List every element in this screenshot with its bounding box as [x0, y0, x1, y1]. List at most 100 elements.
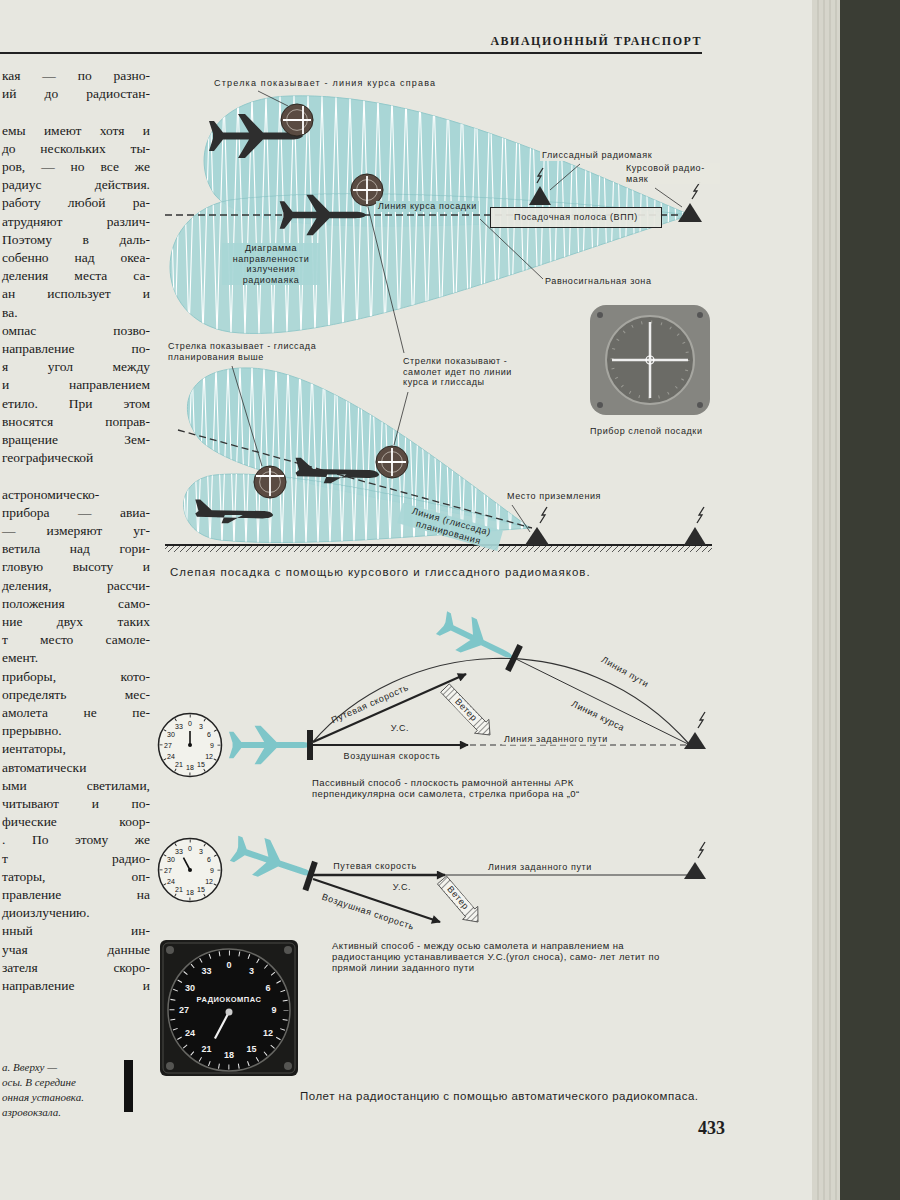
callout-label: Линия курса [570, 699, 627, 734]
dial-number: 18 [186, 764, 194, 771]
dial-hub [188, 743, 192, 747]
aircraft-side-view [195, 458, 379, 524]
dial-number: 18 [186, 889, 194, 896]
column-text-line: фические коор- [2, 814, 150, 830]
column-text-line: зателя скоро- [2, 960, 150, 976]
column-text-line: деления места са- [2, 268, 150, 284]
runway-box: Посадочная полоса (ВПП) [490, 207, 662, 228]
dial-number: 24 [167, 753, 175, 760]
dial-number: 33 [175, 722, 183, 729]
column-text-line: гловую высоту и [2, 559, 150, 575]
column-text-line: географической [2, 450, 150, 466]
dial-hub [188, 868, 192, 872]
instrument-photo [590, 305, 710, 415]
callout-label: Путевая скорость [330, 682, 411, 726]
callout-label: Ветер [451, 695, 481, 725]
column-text-line: прибора — авиа- [2, 505, 150, 521]
dial-number: 27 [164, 867, 172, 874]
note-line: осы. В середине [2, 1076, 76, 1089]
callout-label: Стрелки показывают - самолет идет по лин… [403, 356, 528, 388]
column-text-line: приборы, кото- [2, 669, 150, 685]
column-text-line: ыми светилами, [2, 778, 150, 794]
dial-number: 33 [175, 847, 183, 854]
dial-number: 9 [210, 867, 214, 874]
dial-number: 33 [201, 967, 211, 976]
beacon-symbol [525, 507, 706, 545]
callout-label: Путевая скорость [333, 861, 417, 872]
dial-number: 6 [265, 983, 270, 992]
running-header: АВИАЦИОННЫЙ ТРАНСПОРТ [490, 34, 702, 48]
callout-label: Линия (глиссада) планирования [397, 503, 503, 551]
dial-hub [226, 1009, 233, 1016]
callout-label: У.С. [393, 882, 411, 893]
column-text-line: ние двух таких [2, 614, 150, 630]
column-text-line: амолета не пе- [2, 705, 150, 721]
dial-number: 30 [167, 856, 175, 863]
callout-label: Место приземления [505, 491, 603, 502]
column-text-line: вносятся поправ- [2, 414, 150, 430]
column-text-line: радиус действия. [2, 177, 150, 193]
caption: Активный способ - между осью самолета и … [332, 940, 672, 973]
screw [166, 946, 174, 954]
dial-number: 3 [249, 967, 254, 976]
dial-ticks [161, 841, 219, 899]
instrument-name: РАДИОКОМПАС [197, 996, 262, 1004]
glide-path-line [178, 430, 532, 528]
glideslope-lobes [184, 368, 530, 543]
dial-number: 15 [197, 886, 205, 893]
column-text-line: атрудняют различ- [2, 214, 150, 230]
caption: Пассивный способ - плоскость рамочной ан… [312, 777, 642, 799]
dial-number: 12 [205, 753, 213, 760]
screw [284, 946, 292, 954]
dial-number: 6 [207, 731, 211, 738]
column-text-line: собенно над океа- [2, 250, 150, 266]
dial-face [168, 949, 290, 1071]
column-text-line: ий до радиостан- [2, 86, 150, 102]
column-text-line: направление и [2, 978, 150, 994]
screw [284, 1062, 292, 1070]
column-text-line: емент. [2, 650, 150, 666]
clock-dial: 03691215182124273033 [157, 837, 223, 903]
note-line: онная установка. [2, 1091, 84, 1104]
active-method-drawing [228, 830, 706, 922]
dial-number: 9 [271, 1006, 276, 1015]
callout-label: Курсовой радио- маяк [624, 163, 720, 184]
callout-label: Глиссадный радиомаяк [540, 150, 654, 161]
callout-label: Диаграмма направленности излучения радио… [222, 243, 320, 285]
column-text-line: т место самоле- [2, 632, 150, 648]
column-text-line: автоматически [2, 760, 150, 776]
dial-number: 30 [167, 731, 175, 738]
caption: Слепая посадка с помощью курсового и гли… [170, 566, 591, 579]
dial-number: 12 [263, 1028, 273, 1037]
radiocompass-dial: РАДИОКОМПАС03691215182124273033 [160, 940, 298, 1076]
column-text-line: правление на [2, 887, 150, 903]
page-edge [812, 0, 900, 1200]
instrument-case-edge [163, 943, 295, 1073]
column-text-line: таторы, оп- [2, 869, 150, 885]
column-text-line: диоизлучению. [2, 905, 150, 921]
column-text-line: . По этому же [2, 832, 150, 848]
clock-dial: 03691215182124273033 [157, 712, 223, 778]
column-text-line: до нескольких ты- [2, 141, 150, 157]
callout-label: Линия заданного пути [502, 734, 610, 745]
dial-number: 24 [185, 1028, 195, 1037]
dial-number: 3 [199, 847, 203, 854]
column-text-line: ан использует и [2, 286, 150, 302]
column-text-line: Поэтому в даль- [2, 232, 150, 248]
dial-number: 6 [207, 856, 211, 863]
column-text-line: работу любой ра- [2, 195, 150, 211]
indicator-dial [254, 446, 408, 498]
column-text-line: — измеряют уг- [2, 523, 150, 539]
column-text-line: кая — по разно- [2, 68, 150, 84]
note-bar [124, 1060, 133, 1112]
dial-number: 12 [205, 878, 213, 885]
dial-number: 9 [210, 742, 214, 749]
dial-number: 0 [226, 961, 231, 970]
instrument-case [160, 940, 298, 1076]
note-line: а. Вверху — [2, 1061, 57, 1074]
dial-number: 3 [199, 722, 203, 729]
column-text-line: нный ин- [2, 923, 150, 939]
ground-line [165, 545, 712, 552]
column-text-line: емы имеют хотя и [2, 123, 150, 139]
